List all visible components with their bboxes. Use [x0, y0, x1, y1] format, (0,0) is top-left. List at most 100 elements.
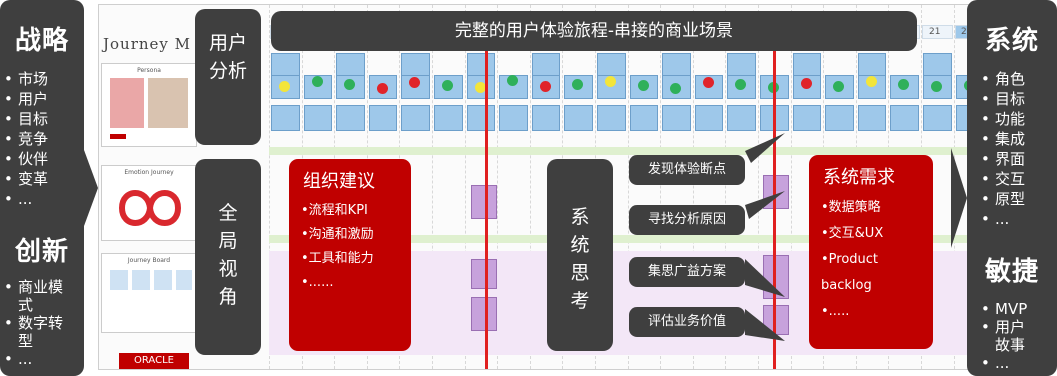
system-title: 系统 [984, 26, 1039, 56]
emotion-dot [474, 82, 486, 93]
list-item: 原型 [977, 189, 1057, 209]
list-item: ... [977, 354, 1057, 372]
left-panel: 战略 市场 用户 目标 竞争 伙伴 变革 ... 创新 商业模式 数字转型 ..… [0, 0, 84, 376]
list-item: 角色 [977, 69, 1057, 89]
step-pill: 评估业务价值 [629, 307, 745, 337]
list-item: 沟通和激励 [301, 223, 411, 247]
list-item: ... [977, 209, 1057, 229]
journey-cell [531, 53, 561, 77]
journey-cell [466, 53, 496, 77]
thumb-title: Journey Board [127, 257, 171, 264]
emotion-dot [409, 77, 421, 88]
header-cell [922, 25, 953, 39]
green-band [269, 235, 981, 243]
pointer-icon [745, 133, 785, 163]
journey-cell [857, 105, 887, 131]
journey-cell [923, 53, 952, 77]
journey-cell [629, 105, 659, 131]
step-pill: 发现体验断点 [629, 155, 745, 185]
grid-line [464, 5, 466, 369]
emotion-dot [376, 83, 388, 94]
journey-cell [662, 53, 691, 77]
list-item: Product backlog [821, 247, 917, 299]
global-view-label: 全局视角 [218, 202, 238, 308]
emotion-dot [311, 76, 323, 87]
list-item: 竞争 [0, 129, 84, 149]
persona-photo [110, 78, 144, 128]
journey-cell [597, 53, 626, 77]
grid-line [269, 5, 270, 369]
emotion-dot [833, 81, 845, 92]
org-title: 组织建议 [303, 171, 375, 192]
header-number: 22 [961, 27, 972, 37]
req-list: 数据策略 交互&UX Product backlog ..... [821, 195, 933, 325]
journey-banner: 完整的用户体验旅程-串接的商业场景 [271, 11, 917, 51]
emotion-dot [507, 75, 519, 86]
emotion-dot [344, 79, 356, 90]
thumb-title: Emotion Journey [124, 169, 174, 176]
journey-cell [401, 53, 430, 77]
pointer-icon [745, 191, 785, 219]
purple-cell [471, 297, 497, 331]
emotion-dot [931, 81, 942, 92]
journey-board-thumbnail: Journey Board [101, 253, 197, 333]
purple-cell [471, 185, 497, 219]
grid-line [692, 5, 694, 369]
note [110, 270, 128, 290]
journey-cell [923, 105, 952, 131]
req-title: 系统需求 [823, 167, 895, 188]
emotion-dot [442, 80, 453, 91]
grid-line [497, 5, 499, 369]
step-pill: 集思广益方案 [629, 257, 745, 287]
purple-cell [471, 259, 497, 289]
org-suggestion-box: 组织建议 流程和KPI 沟通和激励 工具和能力 ...... [289, 159, 411, 351]
note [132, 270, 150, 290]
journey-cell [336, 105, 365, 131]
strategy-list: 市场 用户 目标 竞争 伙伴 变革 ... [0, 69, 84, 209]
right-panel: 系统 角色 目标 功能 集成 界面 交互 原型 ... 敏捷 MVP 用户故事 … [967, 0, 1057, 376]
innovation-title: 创新 [14, 237, 69, 267]
org-list: 流程和KPI 沟通和激励 工具和能力 ...... [301, 199, 411, 295]
grid-line [758, 5, 759, 369]
journey-cell [499, 105, 528, 131]
note [154, 270, 172, 290]
journey-cell [825, 105, 854, 131]
list-item: 集成 [977, 129, 1057, 149]
list-item: 目标 [0, 109, 84, 129]
list-item: MVP [977, 300, 1057, 318]
list-item: 变革 [0, 169, 84, 189]
journey-cell [466, 75, 496, 99]
list-item: 工具和能力 [301, 247, 411, 271]
list-item: 伙伴 [0, 149, 84, 169]
journey-cell [434, 75, 463, 99]
journey-cell [336, 53, 365, 77]
list-item: ... [0, 189, 84, 209]
step-pill: 寻找分析原因 [629, 205, 745, 235]
user-analysis-label: 用户分析 [208, 32, 247, 82]
grid-line [627, 5, 629, 369]
oracle-logo: ORACLE [119, 353, 189, 369]
journey-cell [694, 105, 724, 131]
emotion-dot [605, 76, 616, 87]
journey-cell [662, 105, 691, 131]
emotion-dot [670, 83, 682, 94]
journey-cell [727, 53, 756, 77]
emotion-dot [800, 78, 812, 89]
systems-thinking-box: 系统思考 [547, 159, 613, 351]
emotion-dot [702, 77, 714, 88]
grid-line [432, 5, 433, 369]
list-item: 目标 [977, 89, 1057, 109]
journey-cell [434, 105, 463, 131]
journey-cell [923, 75, 952, 99]
red-divider-line [485, 33, 488, 369]
emotion-dot [637, 80, 649, 91]
emotion-thumbnail: Emotion Journey [101, 165, 197, 241]
journey-cell [271, 53, 300, 77]
persona-photo [148, 78, 188, 128]
list-item: ...... [301, 271, 411, 295]
grid-line [725, 5, 727, 369]
list-item: ... [0, 350, 84, 368]
thumb-title: Persona [137, 67, 161, 74]
journey-cell [368, 75, 398, 99]
system-requirement-box: 系统需求 数据策略 交互&UX Product backlog ..... [809, 155, 933, 349]
